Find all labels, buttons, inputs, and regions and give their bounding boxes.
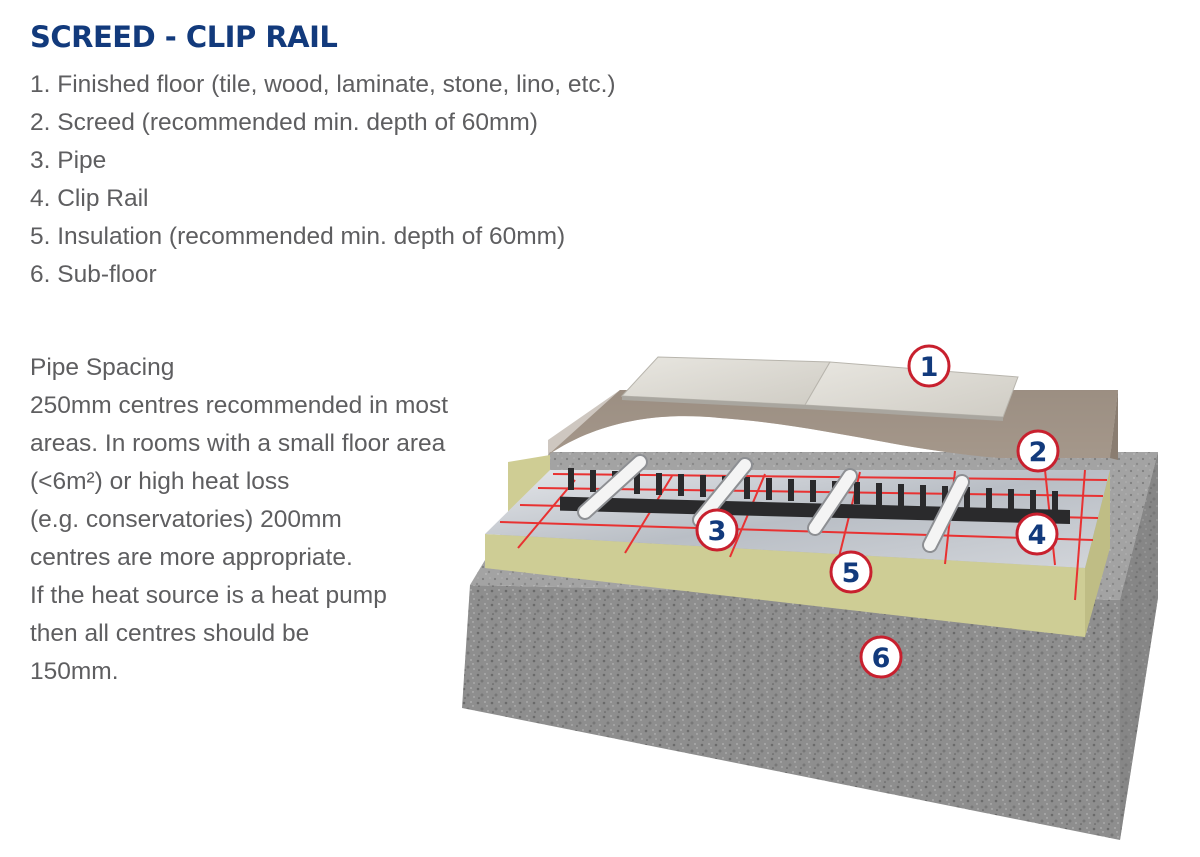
pipe-spacing-line: (e.g. conservatories) 200mm <box>30 506 342 533</box>
callout-badge-2: 2 <box>1016 429 1060 473</box>
layer-item-insulation: 5. Insulation (recommended min. depth of… <box>30 223 566 250</box>
layer-item-clip-rail: 4. Clip Rail <box>30 185 149 212</box>
callout-number: 6 <box>872 643 891 674</box>
page-title: SCREED - CLIP RAIL <box>30 20 338 54</box>
pipe-spacing-line: then all centres should be <box>30 620 310 647</box>
pipe-spacing-line: areas. In rooms with a small floor area <box>30 430 446 457</box>
layer-item-pipe: 3. Pipe <box>30 147 107 174</box>
callout-badge-3: 3 <box>695 508 739 552</box>
callout-badge-1: 1 <box>907 344 951 388</box>
callout-number: 1 <box>920 352 939 383</box>
layer-list: 1. Finished floor (tile, wood, laminate,… <box>30 66 616 294</box>
pipe-spacing-line: If the heat source is a heat pump <box>30 582 387 609</box>
callout-number: 3 <box>708 516 727 547</box>
layer-item-sub-floor: 6. Sub-floor <box>30 261 157 288</box>
finished-floor-tiles <box>620 356 1019 421</box>
callout-badge-6: 6 <box>859 635 903 679</box>
pipe-spacing-heading: Pipe Spacing <box>30 354 175 381</box>
callout-number: 4 <box>1028 520 1047 551</box>
pipe-spacing-line: centres are more appropriate. <box>30 544 353 571</box>
pipe-spacing-line: 150mm. <box>30 658 119 685</box>
pipe-spacing-section: Pipe Spacing 250mm centres recommended i… <box>30 349 530 691</box>
insulation-board <box>485 455 1110 637</box>
callout-badge-5: 5 <box>829 550 873 594</box>
callout-number: 2 <box>1029 437 1048 468</box>
pipe-spacing-line: (<6m²) or high heat loss <box>30 468 290 495</box>
callout-number: 5 <box>842 558 861 589</box>
layer-item-screed: 2. Screed (recommended min. depth of 60m… <box>30 109 538 136</box>
pipe-spacing-line: 250mm centres recommended in most <box>30 392 449 419</box>
layer-item-finished-floor: 1. Finished floor (tile, wood, laminate,… <box>30 71 616 98</box>
callout-badge-4: 4 <box>1015 512 1059 556</box>
